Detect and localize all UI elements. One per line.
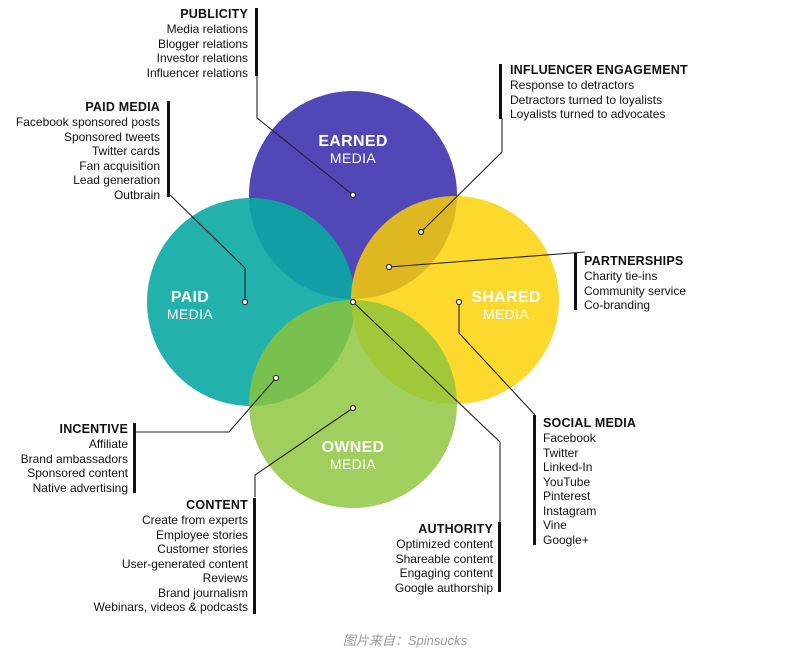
dot-publicity [349,191,357,199]
connector-dots [241,191,463,412]
earned-sub: MEDIA [329,149,377,166]
owned-sub: MEDIA [329,455,377,472]
social-item: Linked-In [543,460,593,474]
publicity-title: PUBLICITY [180,7,248,21]
authority-block: AUTHORITY Optimized content Shareable co… [350,521,493,595]
publicity-item: Influencer relations [146,65,248,80]
paid-media-item: Lead generation [73,173,160,187]
influencer-block: INFLUENCER ENGAGEMENT Response to detrac… [510,62,710,122]
authority-item: Optimized content [396,537,493,551]
incentive-item: Native advertising [32,480,128,495]
owned-circle [249,300,457,508]
incentive-item: Sponsored content [27,466,128,480]
social-bar [533,415,536,545]
paid-label: PAID MEDIA [150,289,230,322]
social-block: SOCIAL MEDIA Facebook Twitter Linked-In … [543,415,663,547]
content-item: Employee stories [155,527,248,542]
paid-media-bar [167,101,170,197]
authority-item: Google authorship [394,580,493,595]
publicity-block: PUBLICITY Media relations Blogger relati… [80,6,248,80]
owned-label: OWNED MEDIA [303,439,403,472]
paid-media-item: Fan acquisition [79,158,160,173]
connector-lines [136,75,586,590]
dot-paid-media [241,298,249,306]
publicity-bar [255,8,258,76]
content-bar [253,498,256,614]
influencer-item: Response to detractors [510,78,635,92]
dot-social [455,298,463,306]
paid-media-item: Facebook sponsored posts [15,115,160,129]
authority-bar [498,522,501,592]
publicity-item: Blogger relations [157,36,248,51]
partnerships-bar [574,253,577,310]
paid-bold: PAID [170,289,210,306]
dot-influencer [417,228,425,236]
social-item: Google+ [543,532,589,547]
content-item: Reviews [202,571,248,585]
connector-content [254,407,354,497]
publicity-item: Media relations [166,22,248,36]
paid-media-item: Sponsored tweets [63,129,160,144]
paid-sub: MEDIA [166,305,214,322]
social-title: SOCIAL MEDIA [543,416,637,430]
shared-label: SHARED MEDIA [466,289,546,322]
content-item: Create from experts [141,513,248,527]
earned-bold: EARNED [318,133,388,150]
influencer-title: INFLUENCER ENGAGEMENT [510,63,688,77]
social-item: YouTube [543,474,591,489]
incentive-title: INCENTIVE [59,422,128,436]
social-item: Vine [543,518,567,532]
dot-partnerships [385,263,393,271]
partnerships-item: Charity tie-ins [584,269,658,283]
influencer-item: Detractors turned to loyalists [510,92,663,107]
social-item: Twitter [543,445,579,460]
content-item: Webinars, videos & podcasts [93,600,248,614]
authority-title: AUTHORITY [418,522,493,536]
content-title: CONTENT [186,498,248,512]
content-item: User-generated content [121,556,248,571]
influencer-bar [499,64,502,119]
paid-media-item: Outbrain [113,187,160,202]
dot-incentive [272,374,280,382]
partnerships-block: PARTNERSHIPS Charity tie-ins Community s… [584,253,734,313]
paid-media-item: Twitter cards [91,144,160,158]
connector-publicity [256,75,354,196]
publicity-item: Investor relations [156,51,248,65]
authority-item: Engaging content [399,566,493,580]
dot-content [349,404,357,412]
connector-influencer [420,118,503,233]
incentive-bar [133,423,136,493]
content-block: CONTENT Create from experts Employee sto… [60,497,248,615]
social-item: Pinterest [543,489,591,503]
connector-partnerships [388,251,586,268]
incentive-item: Affiliate [88,437,128,451]
shared-bold: SHARED [471,289,541,306]
image-caption: 图片来自：Spinsucks [342,633,468,648]
social-item: Instagram [543,503,597,518]
content-item: Customer stories [157,542,248,556]
partnerships-item: Community service [584,283,687,298]
partnerships-title: PARTNERSHIPS [584,254,684,268]
connector-paid-media [169,194,246,302]
incentive-item: Brand ambassadors [20,451,128,466]
paid-media-title: PAID MEDIA [85,100,160,114]
dot-authority [349,298,357,306]
paid-media-block: PAID MEDIA Facebook sponsored posts Spon… [0,99,160,202]
shared-sub: MEDIA [482,305,530,322]
partnerships-item: Co-branding [584,298,651,312]
authority-item: Shareable content [395,551,493,566]
social-item: Facebook [543,431,596,445]
influencer-item: Loyalists turned to advocates [510,107,666,121]
connector-incentive [136,377,277,433]
connector-social [458,302,536,416]
content-item: Brand journalism [157,585,248,600]
owned-bold: OWNED [321,439,385,456]
incentive-block: INCENTIVE Affiliate Brand ambassadors Sp… [0,421,128,495]
earned-label: EARNED MEDIA [303,133,403,166]
